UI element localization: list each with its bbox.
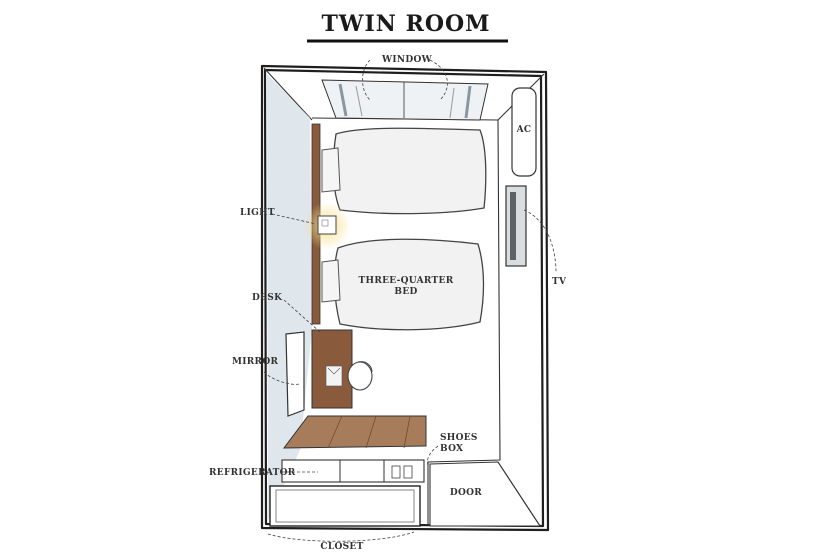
light-leader xyxy=(271,213,317,225)
door-label: DOOR xyxy=(450,488,482,498)
closet-label: CLOSET xyxy=(320,542,363,552)
desk-paper xyxy=(325,365,343,387)
light-bulb-icon xyxy=(321,219,329,227)
bed-label-line2: BED xyxy=(394,287,417,297)
ac-unit xyxy=(511,87,537,177)
refrigerator-label: REFRIGERATOR xyxy=(209,468,296,478)
bed-label-line1: THREE-QUARTER xyxy=(359,276,454,286)
tv-leader xyxy=(523,209,557,273)
desk-label: DESK xyxy=(252,293,283,303)
bed-1 xyxy=(321,127,487,215)
ac-label: AC xyxy=(516,125,532,135)
closet xyxy=(269,485,421,527)
shoes-label-line1: SHOES xyxy=(440,433,478,443)
closet-leader xyxy=(267,531,415,542)
bed-2 xyxy=(321,238,485,331)
window-leader xyxy=(362,59,448,101)
page-title: TWIN ROOM xyxy=(321,11,490,37)
mirror-label: MIRROR xyxy=(232,357,278,367)
tv-screen xyxy=(510,192,516,260)
window xyxy=(321,79,489,121)
shoes-label-line2: BOX xyxy=(440,444,463,454)
mirror xyxy=(285,331,305,417)
mirror-leader xyxy=(263,371,301,385)
shoes-leader xyxy=(427,445,439,467)
door xyxy=(429,461,542,527)
wood-floor xyxy=(282,415,427,449)
tv-label: TV xyxy=(552,277,567,287)
window-label: WINDOW xyxy=(381,55,433,65)
light-label: LIGHT xyxy=(240,208,275,218)
refrigerator-counter xyxy=(281,459,425,483)
envelope-icon xyxy=(327,367,341,375)
chair xyxy=(347,361,373,391)
desk-leader xyxy=(283,299,321,333)
